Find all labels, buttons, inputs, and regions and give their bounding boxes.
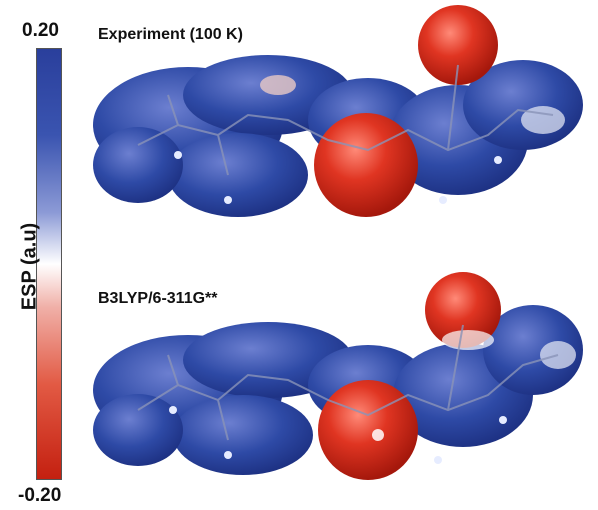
surface-body: [93, 5, 583, 217]
colorbar-min-label: -0.20: [18, 485, 62, 506]
esp-colorbar: [36, 48, 62, 480]
colorbar-axis-label: ESP (a.u): [18, 222, 41, 311]
oxygen-region-top: [418, 5, 498, 85]
esp-surface-experiment: [93, 5, 583, 217]
surface-body: [93, 272, 583, 480]
oxygen-region-center: [318, 380, 418, 480]
molecule-skeleton: [137, 324, 559, 441]
molecule-skeleton: [137, 64, 554, 176]
panel-title-theory: B3LYP/6-311G**: [98, 290, 218, 307]
oxygen-region-center: [314, 113, 418, 217]
panel-title-experiment: Experiment (100 K): [98, 26, 243, 43]
oxygen-region-top: [425, 272, 501, 348]
colorbar-max-label: 0.20: [22, 20, 59, 41]
esp-surface-theory: [93, 272, 583, 480]
